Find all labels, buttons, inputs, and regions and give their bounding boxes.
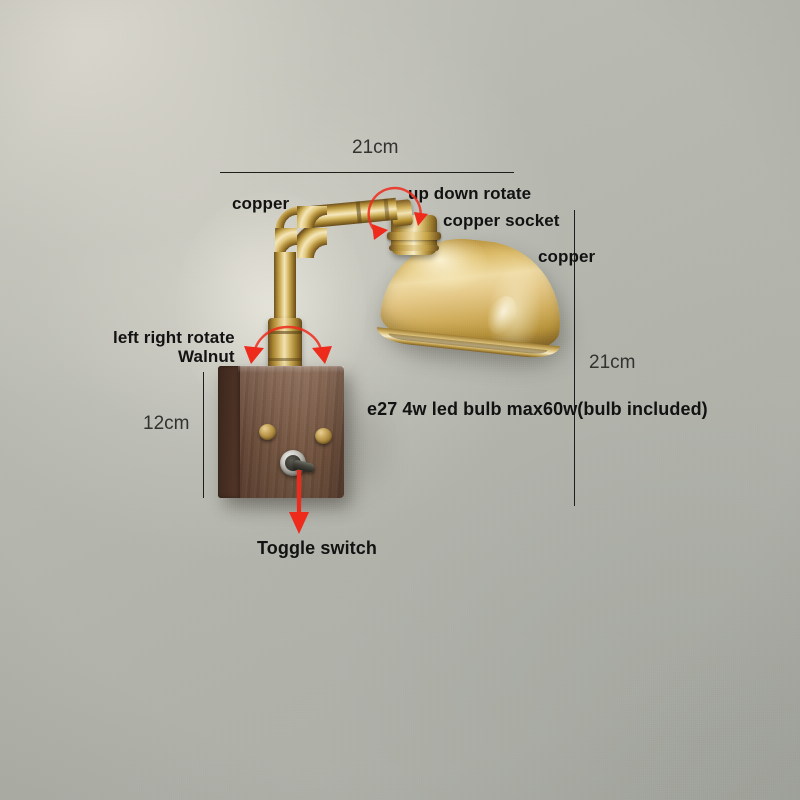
label-up-down-rotate: up down rotate — [408, 184, 532, 203]
socket-ring-lower — [389, 245, 439, 251]
label-copper-socket: copper socket — [443, 211, 560, 230]
shade-highlight — [481, 291, 522, 339]
brass-screw-left — [259, 424, 276, 440]
label-shade-material: copper — [538, 247, 596, 266]
brass-screw-right — [315, 428, 332, 444]
label-bulb-spec: e27 4w led bulb max60w(bulb included) — [367, 399, 708, 419]
plate-top-chamfer — [238, 366, 344, 373]
arm-ring-1 — [355, 201, 362, 224]
height-dimension-line — [574, 210, 575, 506]
collar-band-1 — [268, 331, 302, 334]
label-arm-material: copper — [232, 194, 290, 213]
label-base-material: Walnut — [178, 347, 235, 366]
rotating-collar — [268, 318, 302, 370]
plate-height-dimension-line — [203, 372, 204, 498]
label-left-right-rotate: left right rotate — [113, 328, 235, 347]
plate-height-dimension-label: 12cm — [143, 413, 190, 434]
socket-ring-upper — [387, 232, 441, 240]
brass-post — [274, 252, 296, 324]
height-dimension-label: 21cm — [589, 352, 636, 373]
walnut-wall-plate — [218, 366, 344, 498]
toggle-switch[interactable] — [280, 450, 316, 476]
label-toggle-switch: Toggle switch — [257, 538, 377, 558]
plate-side-edge — [218, 366, 240, 498]
arm-ring-2 — [383, 198, 390, 221]
width-dimension-label: 21cm — [352, 137, 399, 158]
collar-band-2 — [268, 358, 302, 361]
brass-elbow — [275, 206, 327, 258]
width-dimension-line — [220, 172, 514, 173]
